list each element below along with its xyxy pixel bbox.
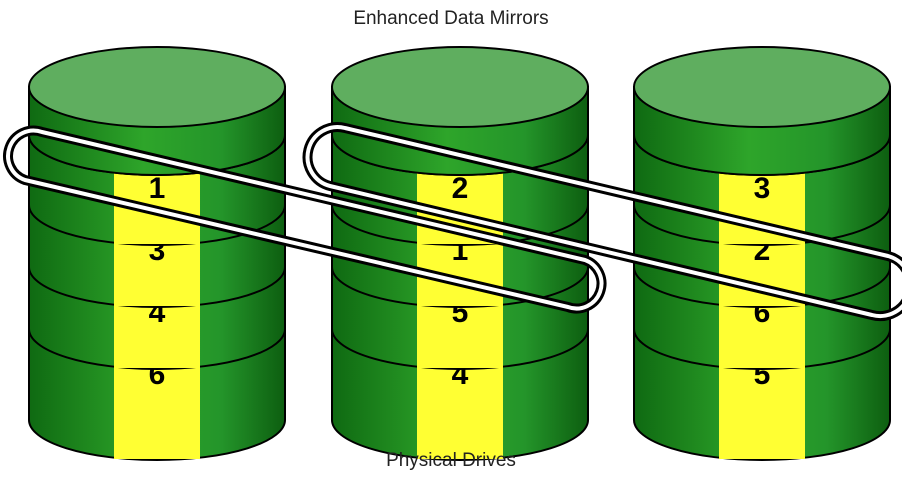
block-label: 2: [452, 172, 469, 205]
mirror-loop-1: [6, 128, 604, 311]
block-label: 1: [149, 172, 166, 205]
data-block: [417, 297, 503, 368]
data-block: [719, 297, 805, 368]
block-label: 3: [754, 172, 771, 205]
mirror-loops: [3, 122, 902, 322]
diagram-footer: Physical Drives: [386, 450, 516, 471]
mirror-loop-2: [305, 125, 902, 319]
drive-top: [331, 46, 589, 128]
data-block: [417, 359, 503, 459]
data-block: [114, 359, 200, 459]
drive-top: [28, 46, 286, 128]
data-block: [114, 235, 200, 306]
data-block: [114, 297, 200, 368]
drive-top: [633, 46, 891, 128]
diagram-title: Enhanced Data Mirrors: [353, 8, 549, 29]
data-block: [719, 359, 805, 459]
